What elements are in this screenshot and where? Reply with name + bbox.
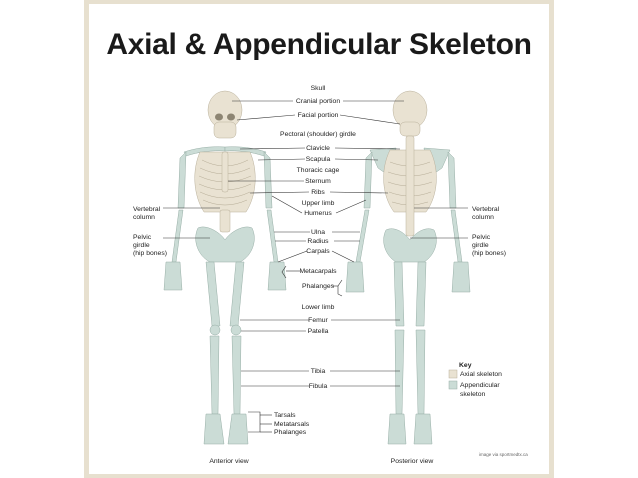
posterior-foot-left (387, 413, 407, 445)
anterior-foot-right (227, 413, 249, 445)
anterior-skeleton (163, 90, 287, 445)
anterior-forearm-left (171, 209, 184, 263)
label-metatarsals: Metatarsals (274, 421, 310, 428)
key-swatch-appendicular (448, 380, 458, 390)
page-title: Axial & Appendicular Skeleton (106, 28, 532, 61)
image-credit: image via sportmedtx.ca (479, 452, 528, 457)
posterior-humerus-right (447, 151, 457, 209)
label-thoracic-cage: Thoracic cage (297, 167, 340, 174)
legend-key: Key Axial skeleton Appendicular skeleton (448, 362, 502, 398)
label-metacarpals: Metacarpals (299, 268, 337, 275)
posterior-forearm-left (355, 209, 370, 263)
label-posterior-view: Posterior view (391, 458, 434, 465)
label-pelvic-girdle-right-line2: girdle (472, 242, 489, 249)
anterior-tibia-right (231, 335, 242, 415)
leader-lines (163, 100, 468, 433)
posterior-forearm-right (450, 209, 463, 263)
label-facial-portion: Facial portion (298, 112, 339, 119)
eye-socket (227, 113, 235, 121)
key-swatch-axial (448, 369, 458, 379)
label-tibia: Tibia (311, 368, 326, 375)
label-pelvic-girdle-right-line3: (hip bones) (472, 250, 506, 257)
label-phalanges-foot: Phalanges (274, 429, 307, 436)
anterior-hand-right (267, 261, 287, 291)
label-fibula: Fibula (309, 383, 328, 390)
label-sternum: Sternum (305, 178, 331, 185)
anterior-femur-right (229, 261, 245, 327)
posterior-hand-right (451, 261, 471, 293)
label-upper-limb: Upper limb (302, 200, 335, 207)
anterior-patella-left (209, 324, 221, 336)
posterior-femur-left (393, 261, 405, 327)
label-phalanges-hand: Phalanges (302, 283, 335, 290)
poster-sheet (89, 4, 549, 474)
anterior-pelvis (195, 226, 255, 263)
label-pelvic-girdle-left-line3: (hip bones) (133, 250, 167, 257)
label-vertebral-column-right-line2: column (472, 214, 494, 221)
label-carpals: Carpals (306, 248, 330, 255)
eye-socket (215, 113, 223, 121)
posterior-foot-right (413, 413, 433, 445)
label-lower-limb: Lower limb (302, 304, 335, 311)
label-clavicle: Clavicle (306, 145, 330, 152)
anterior-forearm-right (266, 209, 279, 263)
label-pelvic-girdle-left-line1: Pelvic (133, 234, 152, 241)
label-patella: Patella (308, 328, 329, 335)
label-vertebral-column-right-line1: Vertebral (472, 206, 500, 213)
key-heading: Key (459, 362, 472, 369)
label-scapula: Scapula (306, 156, 331, 163)
posterior-skull-base (399, 121, 421, 137)
label-vertebral-column-left-line2: column (133, 214, 155, 221)
anterior-humerus-left (177, 151, 187, 209)
label-skull: Skull (311, 85, 326, 92)
sternum (221, 151, 229, 193)
labels: Skull Cranial portion Facial portion Pec… (133, 85, 506, 465)
posterior-skeleton (345, 90, 471, 445)
anterior-femur-left (205, 261, 221, 327)
anterior-foot-left (203, 413, 225, 445)
posterior-tibia-left (394, 329, 405, 415)
posterior-tibia-right (415, 329, 426, 415)
posterior-hand-left (345, 261, 365, 293)
label-pelvic-girdle-left-line2: girdle (133, 242, 150, 249)
anterior-jaw (213, 121, 237, 139)
posterior-spine (405, 135, 415, 237)
label-anterior-view: Anterior view (209, 458, 248, 465)
key-label-appendicular-line2: skeleton (460, 391, 486, 398)
posterior-femur-right (415, 261, 427, 327)
label-ribs: Ribs (311, 189, 325, 196)
label-humerus: Humerus (304, 210, 332, 217)
label-pectoral-girdle: Pectoral (shoulder) girdle (280, 131, 356, 138)
posterior-humerus-left (363, 151, 373, 209)
anterior-lumbar (219, 209, 231, 233)
label-vertebral-column-left-line1: Vertebral (133, 206, 161, 213)
label-pelvic-girdle-right-line1: Pelvic (472, 234, 491, 241)
key-label-appendicular-line1: Appendicular (460, 382, 500, 389)
label-tarsals: Tarsals (274, 412, 296, 419)
anterior-humerus-right (263, 151, 273, 209)
anterior-tibia-left (209, 335, 220, 415)
anterior-hand-left (163, 261, 183, 291)
posterior-pelvis (383, 228, 437, 263)
label-femur: Femur (308, 317, 328, 324)
anterior-patella-right (230, 324, 242, 336)
key-label-axial: Axial skeleton (460, 371, 502, 378)
label-cranial-portion: Cranial portion (296, 98, 340, 105)
label-radius: Radius (307, 238, 329, 245)
label-ulna: Ulna (311, 229, 325, 236)
